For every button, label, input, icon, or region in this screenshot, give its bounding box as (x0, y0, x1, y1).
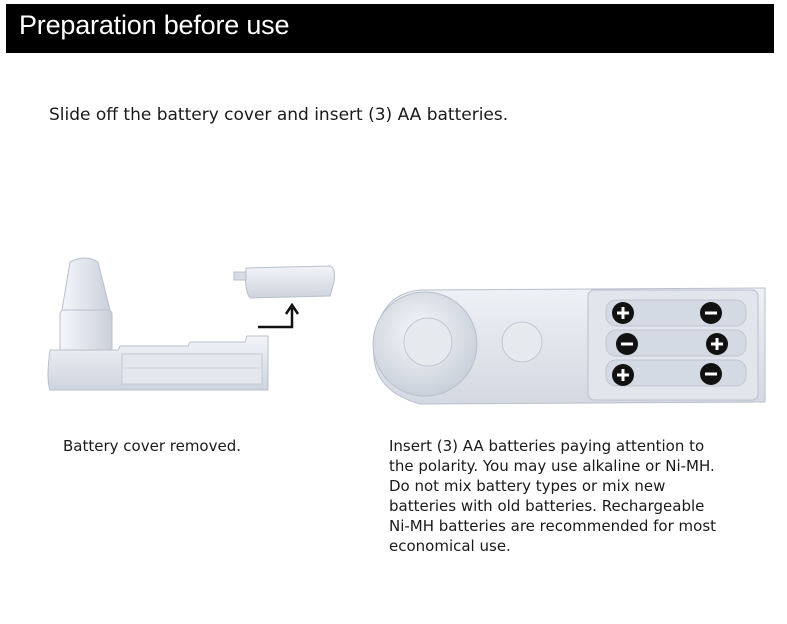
plus-icon (706, 333, 728, 355)
left-figure-caption: Battery cover removed. (63, 437, 242, 455)
instruction-text: Slide off the battery cover and insert (… (49, 105, 509, 125)
title-bar: Preparation before use (6, 4, 774, 53)
caption-line: economical use. (389, 537, 511, 555)
caption-line: Ni-MH batteries are recommended for most (389, 517, 717, 535)
caption-line: Do not mix battery types or mix new (389, 477, 666, 495)
caption-line: Insert (3) AA batteries paying attention… (389, 437, 705, 455)
right-figure-caption: Insert (3) AA batteries paying attention… (389, 436, 759, 556)
plus-icon (612, 364, 634, 386)
caption-line: the polarity. You may use alkaline or Ni… (389, 457, 715, 475)
caption-line: batteries with old batteries. Rechargeab… (389, 497, 705, 515)
minus-icon (700, 363, 722, 385)
battery-compartment-illustration (372, 287, 766, 405)
device-cover-removed-figure (40, 250, 340, 410)
plus-icon (612, 302, 634, 324)
battery-compartment-figure (370, 270, 770, 410)
minus-icon (700, 302, 722, 324)
minus-icon (616, 333, 638, 355)
page-title: Preparation before use (19, 10, 290, 40)
arrow-up-icon (258, 302, 300, 329)
device-cover-removed-illustration (47, 257, 335, 391)
